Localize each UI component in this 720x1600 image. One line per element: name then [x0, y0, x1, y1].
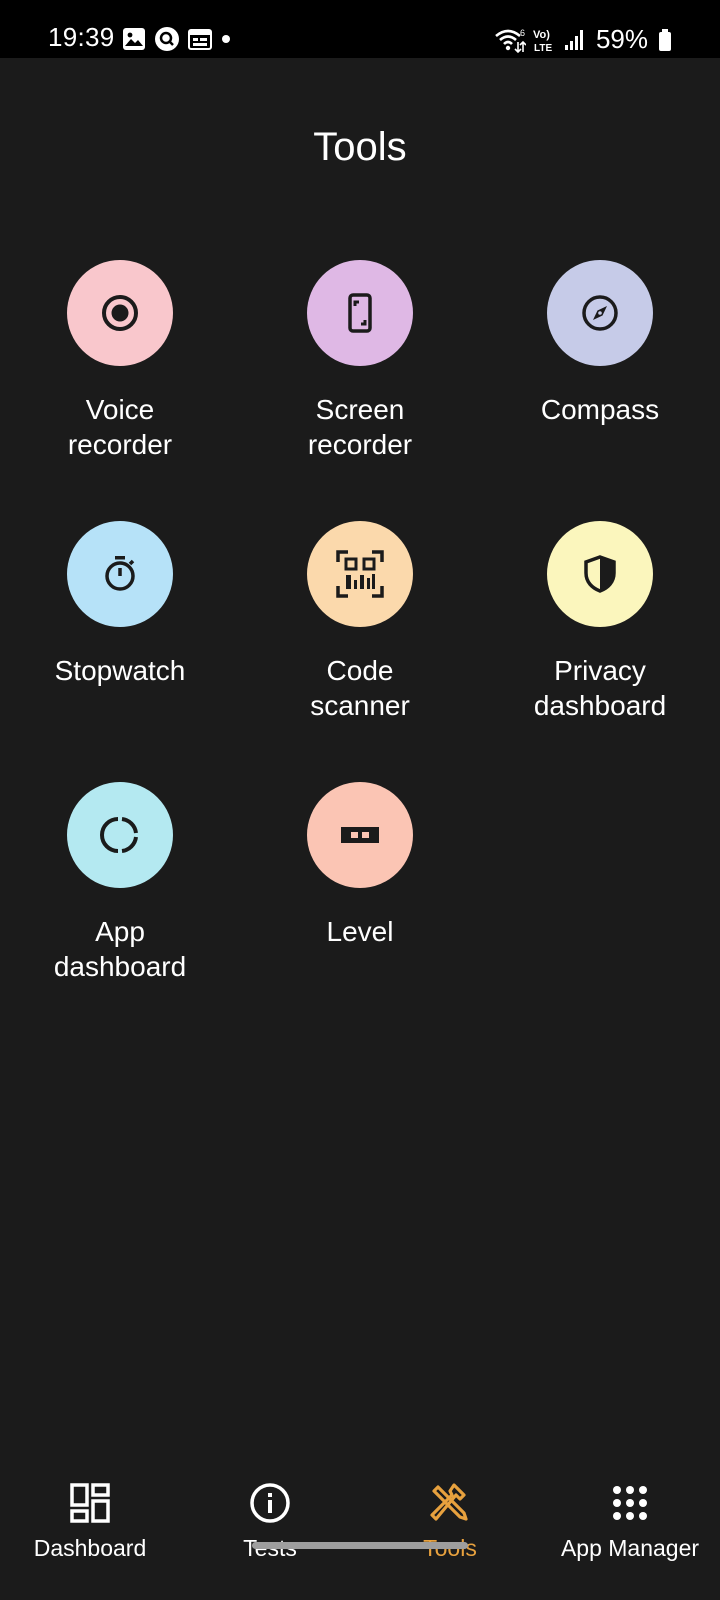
bottom-navigation: Dashboard Tests Tools — [0, 1453, 720, 1583]
compass-icon — [582, 295, 618, 331]
signal-icon — [564, 29, 583, 50]
tool-stopwatch[interactable]: Stopwatch — [10, 521, 230, 761]
ring-chart-icon — [100, 817, 138, 853]
dashboard-grid-icon — [68, 1481, 112, 1525]
system-icons: 6 Vo) LTE 59% — [488, 24, 672, 55]
stopwatch-button[interactable] — [67, 521, 173, 627]
code-scanner-button[interactable] — [307, 521, 413, 627]
qr-code-icon — [336, 550, 384, 598]
phone-frame-icon — [348, 293, 372, 333]
nav-dashboard-label: Dashboard — [33, 1535, 147, 1561]
svg-text:LTE: LTE — [534, 43, 552, 54]
compass-button[interactable] — [547, 260, 653, 366]
stopwatch-icon — [105, 556, 135, 591]
tools-icon — [428, 1481, 472, 1525]
search-app-icon — [155, 27, 179, 51]
gesture-navigation-handle[interactable] — [252, 1542, 468, 1549]
status-time: 19:39 — [48, 22, 115, 52]
compass-label: Compass — [540, 394, 660, 425]
nav-tools[interactable]: Tools — [360, 1453, 540, 1583]
info-icon — [248, 1481, 292, 1525]
nav-app-manager-label: App Manager — [560, 1535, 700, 1561]
level-label: Level — [326, 916, 394, 947]
battery-icon — [659, 28, 671, 51]
stopwatch-label: Stopwatch — [54, 655, 186, 686]
calendar-icon — [188, 29, 212, 50]
svg-text:Vo): Vo) — [533, 29, 550, 41]
screen-recorder-button[interactable] — [307, 260, 413, 366]
tool-level[interactable]: Level — [250, 782, 470, 1022]
tool-compass[interactable]: Compass — [490, 260, 710, 500]
voice-recorder-button[interactable] — [67, 260, 173, 366]
svg-text:6: 6 — [520, 28, 525, 38]
apps-grid-icon — [608, 1481, 652, 1525]
privacy-dashboard-button[interactable] — [547, 521, 653, 627]
nav-tests[interactable]: Tests — [180, 1453, 360, 1583]
nav-dashboard[interactable]: Dashboard — [0, 1453, 180, 1583]
app-dashboard-button[interactable] — [67, 782, 173, 888]
record-icon — [102, 295, 138, 331]
volte-icon: Vo) LTE — [533, 29, 552, 54]
dot-icon — [222, 35, 230, 43]
nav-app-manager[interactable]: App Manager — [540, 1453, 720, 1583]
gallery-icon — [123, 28, 145, 50]
wifi-icon: 6 — [495, 28, 526, 53]
status-bar: 19:39 6 — [0, 0, 720, 58]
spirit-level-icon — [341, 827, 379, 843]
notification-icons — [122, 26, 240, 52]
level-button[interactable] — [307, 782, 413, 888]
battery-percentage: 59% — [595, 24, 648, 54]
shield-icon — [584, 555, 616, 593]
page-title: Tools — [313, 125, 407, 169]
